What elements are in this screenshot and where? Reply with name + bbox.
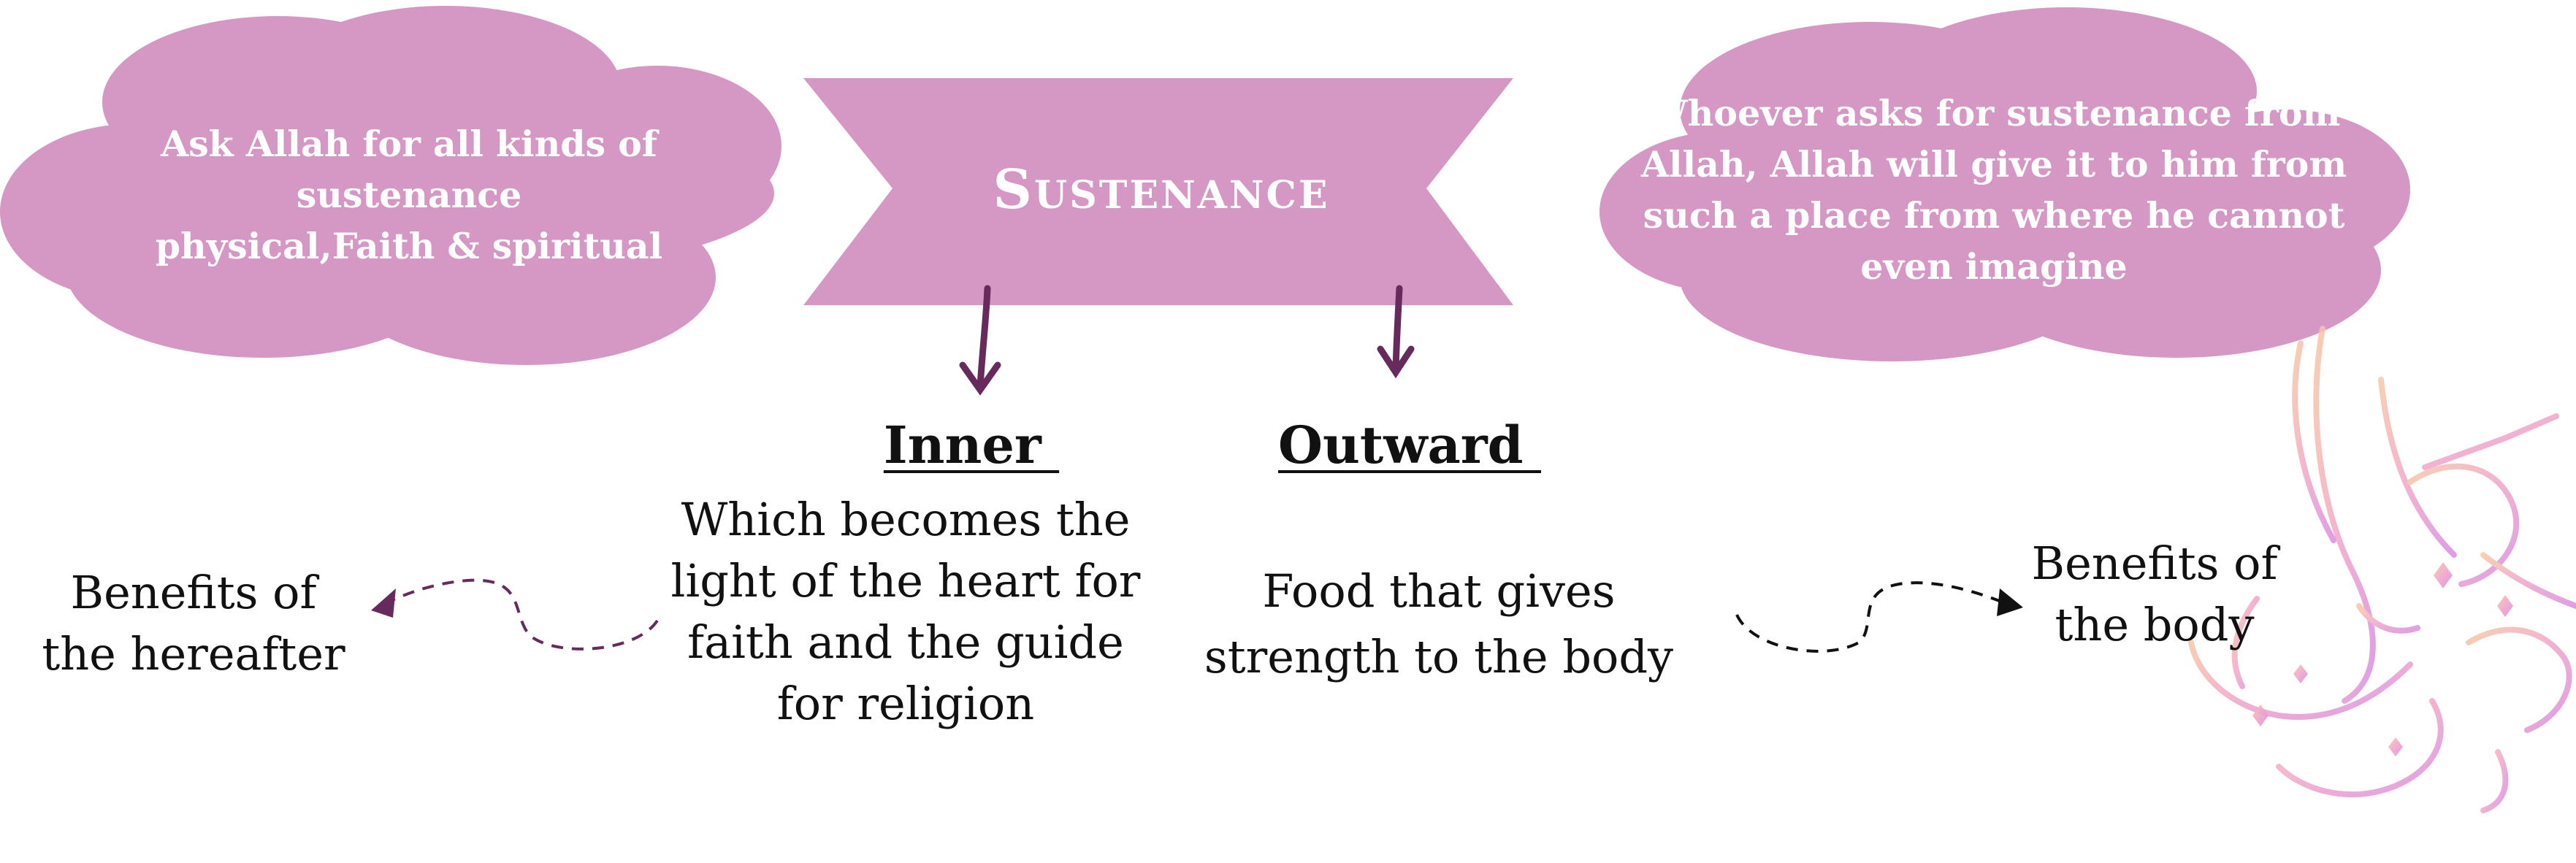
cloud-left-text: Ask Allah for all kinds of sustenance ph… <box>155 123 663 267</box>
arabic-calligraphy-ornament <box>2188 326 2576 813</box>
cloud-right <box>1600 7 2410 361</box>
sustenance-banner <box>803 78 1513 305</box>
inner-description: Which becomes the light of the heart for… <box>670 493 1141 730</box>
arrow-to-inner <box>959 285 1001 396</box>
outward-heading: Outward <box>1277 415 1541 475</box>
cloud-right-text: Whoever asks for sustenance from Allah, … <box>1640 92 2347 288</box>
outward-benefit: Benefits of the body <box>2031 537 2278 651</box>
inner-benefit: Benefits of the hereafter <box>42 566 345 680</box>
banner-title: Sustenance <box>993 158 1330 221</box>
dashed-arrow-to-body <box>1735 581 2023 653</box>
arrow-to-outward <box>1377 285 1415 379</box>
calligraphy-diamonds <box>2252 562 2513 756</box>
cloud-left <box>0 6 781 365</box>
outward-description: Food that gives strength to the body <box>1204 564 1674 683</box>
inner-heading: Inner <box>883 415 1060 475</box>
dashed-arrow-to-hereafter <box>371 578 659 651</box>
